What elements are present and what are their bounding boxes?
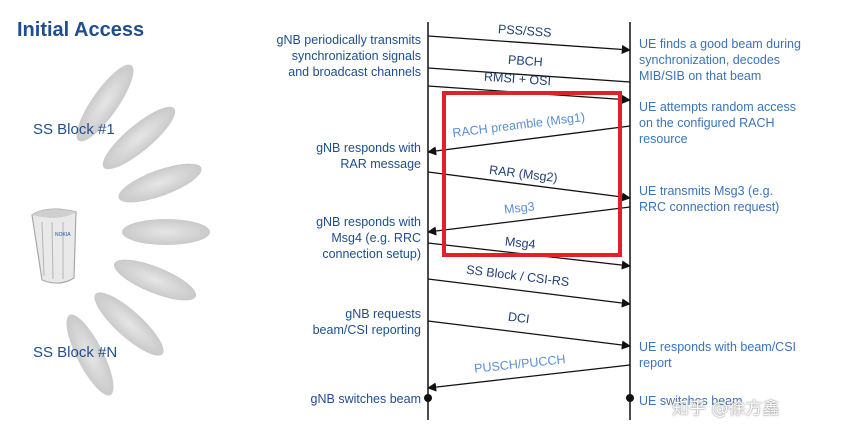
- ue-note-line: report: [639, 356, 672, 370]
- gnb-note-csi-request: gNB requests beam/CSI reporting: [313, 306, 421, 338]
- ue-note-line: UE transmits Msg3 (e.g.: [639, 184, 774, 198]
- device-logo: NOKIA: [55, 232, 71, 238]
- ue-note-line: UE responds with beam/CSI: [639, 340, 797, 354]
- gnb-note-line: gNB requests: [345, 307, 421, 321]
- highlight-box: [442, 91, 622, 257]
- msg-label-pbch: PBCH: [507, 52, 544, 70]
- arrow-pusch-pucch: [427, 364, 631, 392]
- ue-note-line: MIB/SIB on that beam: [639, 69, 762, 83]
- ue-note-line: RRC connection request): [639, 200, 780, 214]
- beam-pattern: [66, 64, 210, 396]
- arrow-ss-block: [427, 278, 631, 308]
- gnb-note-line: gNB responds with: [316, 141, 421, 155]
- base-station-icon: NOKIA: [31, 208, 77, 284]
- watermark: 知乎 @徐方鑫: [672, 399, 780, 419]
- msg-label-dci: DCI: [507, 309, 531, 327]
- arrow-pbch: [427, 67, 631, 83]
- ue-note-line: UE finds a good beam during: [639, 37, 801, 51]
- ue-note-line: UE switches beam: [639, 394, 743, 408]
- gnb-note-line: synchronization signals: [291, 49, 421, 63]
- gnb-note-line: Msg4 (e.g. RRC: [331, 231, 421, 245]
- gnb-note-msg4: gNB responds with Msg4 (e.g. RRC connect…: [316, 214, 421, 262]
- gnb-lifeline-end: [424, 394, 432, 402]
- ue-note-msg3: UE transmits Msg3 (e.g. RRC connection r…: [639, 183, 779, 215]
- ue-note-switch-beam: UE switches beam: [639, 393, 743, 409]
- ue-lifeline-end: [626, 394, 634, 402]
- beam-petal: [76, 64, 134, 142]
- gnb-note-rar: gNB responds with RAR message: [316, 140, 421, 172]
- gnb-note-line: connection setup): [322, 247, 421, 261]
- beam-petal: [122, 219, 210, 245]
- arrow-msg3: [427, 206, 631, 236]
- gnb-note-line: beam/CSI reporting: [312, 323, 421, 337]
- gnb-note-line: and broadcast channels: [288, 65, 421, 79]
- gnb-note-line: gNB switches beam: [310, 392, 421, 406]
- arrow-pss-sss: [427, 35, 631, 54]
- ue-note-sync: UE finds a good beam during synchronizat…: [639, 36, 801, 84]
- gnb-note-switch-beam: gNB switches beam: [311, 391, 421, 407]
- gnb-note-sync: gNB periodically transmits synchronizati…: [277, 32, 422, 80]
- ss-block-n-label: SS Block #N: [33, 344, 118, 361]
- arrow-rach-preamble: [427, 125, 631, 156]
- arrow-rar: [427, 171, 631, 202]
- ue-note-csi-report: UE responds with beam/CSI report: [639, 339, 796, 371]
- gnb-note-line: gNB responds with: [316, 215, 421, 229]
- slide-title: Initial Access: [17, 19, 145, 41]
- ue-note-line: resource: [639, 132, 688, 146]
- gnb-note-line: gNB periodically transmits: [276, 33, 422, 47]
- beam-petal: [94, 292, 164, 356]
- ss-block-1-label: SS Block #1: [33, 121, 115, 138]
- beam-petal: [113, 259, 197, 301]
- ue-note-line: UE attempts random access: [639, 100, 797, 114]
- beam-petal: [66, 314, 114, 396]
- ue-note-line: synchronization, decodes: [639, 53, 781, 67]
- ue-note-random-access: UE attempts random access on the configu…: [639, 99, 796, 147]
- beam-petal: [118, 163, 202, 203]
- arrow-dci: [427, 320, 631, 350]
- beam-petal: [102, 106, 176, 170]
- gnb-note-line: RAR message: [340, 157, 421, 171]
- ue-note-line: on the configured RACH: [639, 116, 775, 130]
